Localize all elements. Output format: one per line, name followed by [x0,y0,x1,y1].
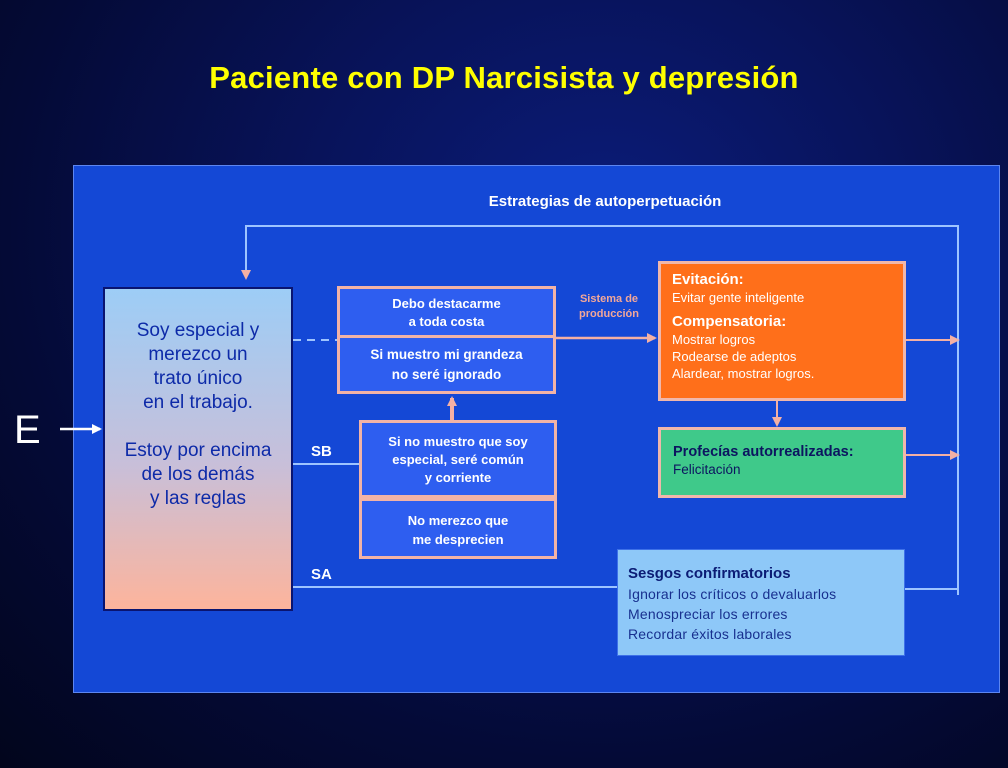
label-line: Sistema de [579,293,639,305]
profecias-item: Felicitación [673,462,741,477]
compensatoria-item: Alardear, mostrar logros. [672,366,815,381]
compensatoria-item: Mostrar logros [672,332,756,347]
entry-letter: E [14,408,41,452]
box-si-no-muestro: Si no muestro que soy especial, seré com… [359,420,557,498]
box-line: a toda costa [408,314,485,329]
box-si-muestro-grandeza: Si muestro mi grandeza no seré ignorado [337,335,556,394]
feedback-loop-line [241,225,959,595]
box-debo-destacarme: Debo destacarme a toda costa [337,286,556,338]
profecias-heading: Profecías autorrealizadas: [673,444,854,460]
core-belief-line: merezco un [148,344,248,365]
core-belief-line: Soy especial y [136,320,260,341]
label-line: producción [579,308,639,320]
box-line: Si no muestro que soy [388,434,528,449]
sesgos-item: Ignorar los críticos o devaluarlos [628,586,837,602]
box-line: y corriente [424,470,492,485]
evitacion-box: Evitación: Evitar gente inteligente Comp… [658,261,906,401]
strategies-label: Estrategias de autoperpetuación [488,193,722,210]
core-belief-box: Soy especial y merezco un trato único en… [103,287,293,611]
box-no-merezco: No merezco que me desprecien [359,498,557,559]
sesgos-item: Menospreciar los errores [628,606,788,622]
core-belief-line: Estoy por encima [124,440,272,461]
core-belief-line: trato único [153,368,243,389]
core-belief-line: en el trabajo. [143,392,253,413]
sesgos-heading: Sesgos confirmatorios [628,565,791,582]
compensatoria-item: Rodearse de adeptos [672,349,797,364]
sb-label: SB [311,443,332,460]
core-belief-line: de los demás [141,464,255,485]
sa-label: SA [311,566,332,583]
box-line: no seré ignorado [391,367,502,382]
compensatoria-heading: Compensatoria: [672,313,787,330]
box-line: Si muestro mi grandeza [370,347,523,362]
core-belief-line: y las reglas [149,488,247,509]
slide-title: Paciente con DP Narcisista y depresión [209,60,799,95]
sesgos-item: Recordar éxitos laborales [628,626,792,642]
sistema-produccion-label: Sistema de producción [566,292,652,322]
evitacion-item: Evitar gente inteligente [672,290,805,305]
profecias-box: Profecías autorrealizadas: Felicitación [658,427,906,498]
box-line: me desprecien [412,532,504,547]
evitacion-heading: Evitación: [672,271,744,288]
sesgos-box: Sesgos confirmatorios Ignorar los crític… [617,549,905,656]
box-line: Debo destacarme [392,296,501,311]
box-line: No merezco que [407,513,509,528]
box-line: especial, seré común [392,452,524,467]
